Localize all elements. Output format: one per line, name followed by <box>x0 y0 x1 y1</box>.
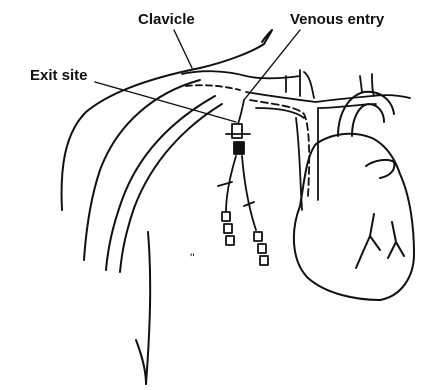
clavicle-upper <box>182 71 300 78</box>
lumen-segment-4 <box>254 232 262 241</box>
shoulder-outer <box>62 68 200 210</box>
lumen-segment-1 <box>222 212 230 221</box>
lumen-segment-6 <box>260 256 268 265</box>
jugular-right-a <box>360 76 362 92</box>
clavicle-lower <box>186 85 240 90</box>
leader-exit-site <box>95 82 236 122</box>
coronary-vessel-2 <box>388 222 404 258</box>
leader-clavicle <box>174 30 192 68</box>
label-exit-site: Exit site <box>30 67 88 84</box>
catheter-lumen-right <box>242 156 256 230</box>
catheter-hub <box>232 124 242 138</box>
label-venous-entry: Venous entry <box>290 11 385 28</box>
chest-mark: '' <box>190 251 195 265</box>
heart-outline <box>294 134 414 300</box>
leader-venous-entry <box>244 30 300 100</box>
aorta-inner <box>352 104 384 136</box>
chest-fold <box>136 340 146 384</box>
lumen-segment-2 <box>224 224 232 233</box>
catheter-tunnel <box>238 100 244 124</box>
label-clavicle: Clavicle <box>138 11 195 28</box>
catheter <box>218 100 268 265</box>
coronary-vessel-1 <box>356 214 380 268</box>
heart <box>294 92 414 300</box>
neck-line <box>200 30 272 68</box>
torso-outline <box>62 30 272 384</box>
lumen-segment-3 <box>226 236 234 245</box>
armpit-line <box>146 232 150 384</box>
shoulder-inner-3 <box>120 104 222 272</box>
pulmonary-trunk <box>366 160 394 178</box>
lumen-segment-5 <box>258 244 266 253</box>
catheter-cuff <box>234 142 244 154</box>
veins <box>246 70 410 210</box>
shoulder-inner-2 <box>106 96 215 270</box>
jugular-mid-a <box>304 72 314 98</box>
